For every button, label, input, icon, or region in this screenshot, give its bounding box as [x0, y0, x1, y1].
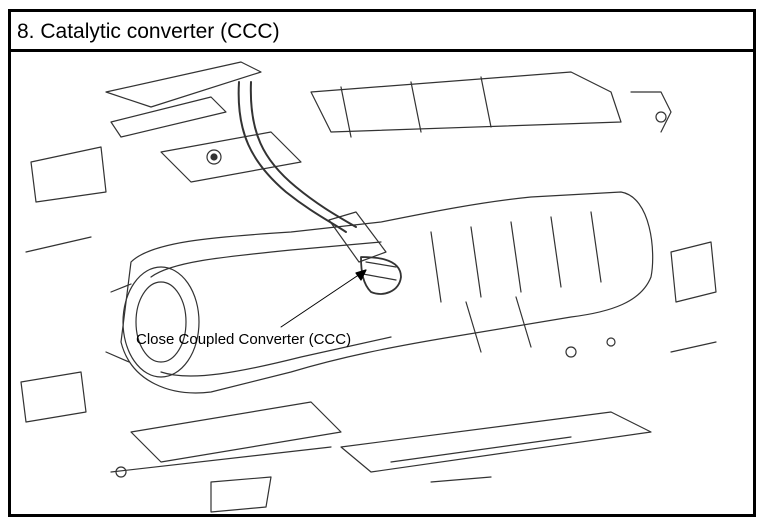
bolt-icon: [206, 149, 222, 165]
inlet-flange: [122, 266, 200, 378]
bracket-left: [160, 131, 302, 183]
document-frame: 8. Catalytic converter (CCC): [8, 9, 756, 517]
mount-hole: [655, 111, 667, 123]
lower-shield: [340, 411, 652, 473]
callout-leader-line: [280, 269, 367, 328]
body-panel-top: [310, 71, 622, 133]
exhaust-line-drawing: [20, 61, 717, 513]
section-title: 8. Catalytic converter (CCC): [17, 20, 280, 43]
arrow-head-icon: [355, 269, 367, 281]
converter-shell: [120, 191, 654, 394]
oxygen-sensor-body: [328, 211, 387, 263]
sensor-wire: [237, 81, 347, 233]
technical-illustration: Close Coupled Converter (CCC): [11, 52, 753, 514]
body-panel-top-left: [105, 61, 262, 108]
lower-pipe: [130, 401, 342, 463]
callout-label: Close Coupled Converter (CCC): [136, 331, 352, 348]
body-panel-left: [110, 96, 227, 138]
section-header: 8. Catalytic converter (CCC): [11, 12, 753, 52]
